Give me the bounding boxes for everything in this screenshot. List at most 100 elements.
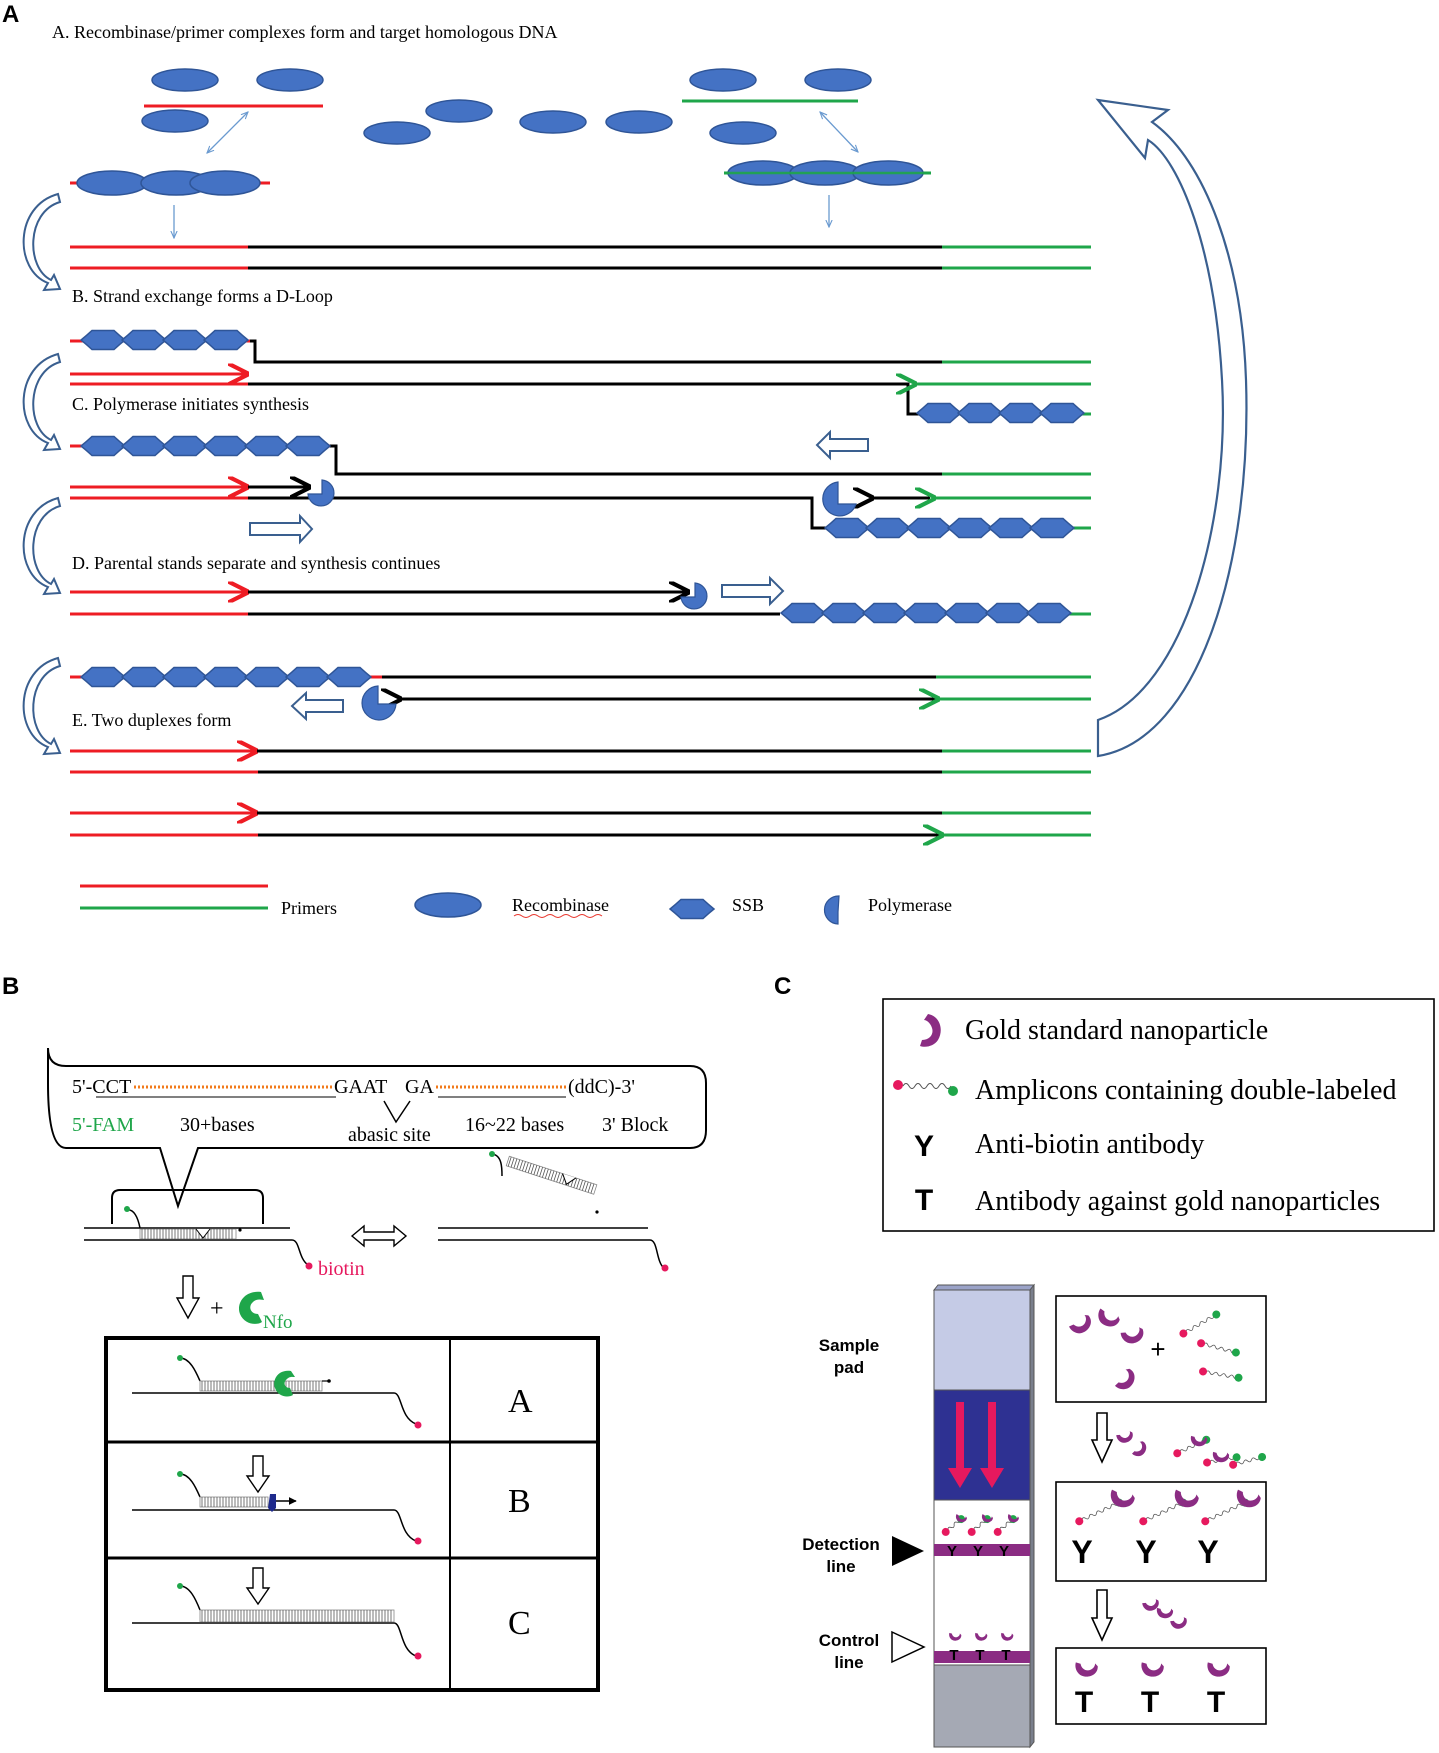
ssb-protein [668, 898, 716, 920]
step-d-label: D. Parental stands separate and synthesi… [72, 553, 440, 573]
amplicon [1179, 1310, 1221, 1338]
probe-bases1-label: 30+bases [180, 1114, 255, 1136]
gold-nanoparticle [949, 1632, 962, 1641]
abasic-notch [383, 1100, 411, 1124]
panel-b: B 5'-CCT GAAT GA (ddC)-3' 5'-FAM 30+base… [2, 973, 707, 1692]
gold-nanoparticle [1007, 1514, 1019, 1523]
gold-nanoparticle [1190, 1435, 1208, 1447]
control-line-label-2: line [834, 1653, 863, 1672]
legend-gold-label: Gold standard nanoparticle [965, 1015, 1268, 1046]
equilibrium-arrow-right [820, 112, 858, 152]
probe-abasic-label: abasic site [348, 1124, 431, 1146]
table-row [132, 1455, 422, 1545]
ssb-protein [902, 602, 950, 624]
synthesis-initiation [70, 444, 1091, 530]
ssb-protein [1038, 402, 1086, 424]
anti-biotin-antibody: Y [947, 1543, 957, 1560]
legend-polymerase-label: Polymerase [868, 895, 952, 915]
ssb-protein [997, 402, 1045, 424]
gold-nanoparticle [1098, 1308, 1120, 1327]
mixing-box [1055, 1295, 1267, 1403]
anti-gold-antibody: T [1141, 1686, 1159, 1719]
mixing-box-content [1069, 1308, 1243, 1390]
legend-antigold-label: Antibody against gold nanoparticles [975, 1186, 1380, 1217]
parental-separation [70, 592, 1091, 616]
legend-primers-label: Primers [281, 898, 337, 918]
probe-seq-mid1: GAAT [334, 1076, 387, 1098]
recombinase-group [141, 68, 872, 145]
gold-nanoparticle [975, 1632, 988, 1641]
ssb-protein [202, 666, 250, 688]
probe-hybridized [84, 1206, 313, 1270]
panel-a-letter: A [2, 1, 19, 28]
detection-line-label-2: line [826, 1557, 855, 1576]
ssb-protein [823, 517, 871, 539]
anti-gold-antibody: T [1001, 1647, 1010, 1664]
ssb-protein [79, 666, 127, 688]
ssb-chains [79, 329, 1086, 688]
nfo-cleavage-table: A B C [104, 1336, 600, 1692]
ssb-protein [325, 666, 373, 688]
plus-sign-b: + [210, 1296, 224, 1322]
ssb-protein [861, 602, 909, 624]
anti-biotin-antibody: Y [973, 1543, 983, 1560]
duplex-formation [70, 675, 1091, 835]
biotin-label: biotin [318, 1258, 365, 1280]
gold-nanoparticle [1174, 1489, 1199, 1508]
process-down-arrow [175, 1275, 201, 1320]
step-down-arrow-2 [1090, 1589, 1114, 1642]
ssb-protein [1028, 517, 1076, 539]
gold-nanoparticle [1170, 1617, 1187, 1629]
gold-nanoparticle [1116, 1431, 1133, 1443]
amplicon-helix [902, 1083, 952, 1089]
table-row [132, 1355, 422, 1429]
probe-seq-left: 5'-CCT [72, 1076, 131, 1098]
ssb-protein [120, 666, 168, 688]
anti-gold-antibody: T [1207, 1686, 1225, 1719]
template-duplex [70, 245, 1091, 270]
ssb-protein [120, 435, 168, 457]
anti-biotin-antibody: Y [1135, 1534, 1156, 1570]
probe-fam-label: 5'-FAM [72, 1114, 134, 1136]
panel-c-legend-box [882, 998, 1435, 1232]
gold-nanoparticle [1156, 1607, 1174, 1619]
ssb-protein [984, 602, 1032, 624]
control-line-band [934, 1651, 1030, 1663]
table-row-a-label: A [508, 1383, 533, 1420]
amplicon [1229, 1453, 1267, 1469]
mix-plus-sign: + [1150, 1334, 1165, 1364]
cleavage-down-arrow [245, 1455, 271, 1494]
ssb-protein [987, 517, 1035, 539]
equilibrium-arrow-left [207, 112, 248, 153]
probe-bases2-label: 16~22 bases [465, 1114, 564, 1136]
gold-nanoparticle [1142, 1599, 1159, 1611]
gold-nanoparticle [1075, 1662, 1098, 1677]
nfo-enzyme-shape [238, 1291, 264, 1324]
amplicon-biotin-end [893, 1080, 903, 1090]
ssb-protein [820, 602, 868, 624]
step-a-label: A. Recombinase/primer complexes form and… [52, 22, 558, 42]
cycle-step-arrows [22, 192, 62, 756]
ssb-protein [779, 602, 827, 624]
detection-line-band [934, 1544, 1030, 1556]
flow-arrow [980, 1402, 1004, 1488]
table-row [132, 1567, 422, 1660]
control-box [1055, 1647, 1267, 1725]
gold-nanoparticle-icon [920, 1014, 941, 1047]
anti-biotin-antibody: Y [1197, 1534, 1218, 1570]
ssb-protein [202, 435, 250, 457]
legend-antibiotin-label: Anti-biotin antibody [975, 1129, 1204, 1160]
ssb-protein [79, 329, 127, 351]
probe-seq-mid2: GA [405, 1076, 434, 1098]
extension-down-arrow [245, 1567, 271, 1606]
legend-recombinase-label: Recombinase [512, 895, 609, 915]
legend-polymerase-shape [823, 895, 840, 925]
gold-nanoparticle [1115, 1368, 1135, 1390]
amplicon-fam-end [948, 1086, 958, 1096]
step-b-label: B. Strand exchange forms a D-Loop [72, 286, 333, 306]
detection-box [1055, 1481, 1267, 1582]
detection-line-label-1: Detection [802, 1535, 879, 1554]
